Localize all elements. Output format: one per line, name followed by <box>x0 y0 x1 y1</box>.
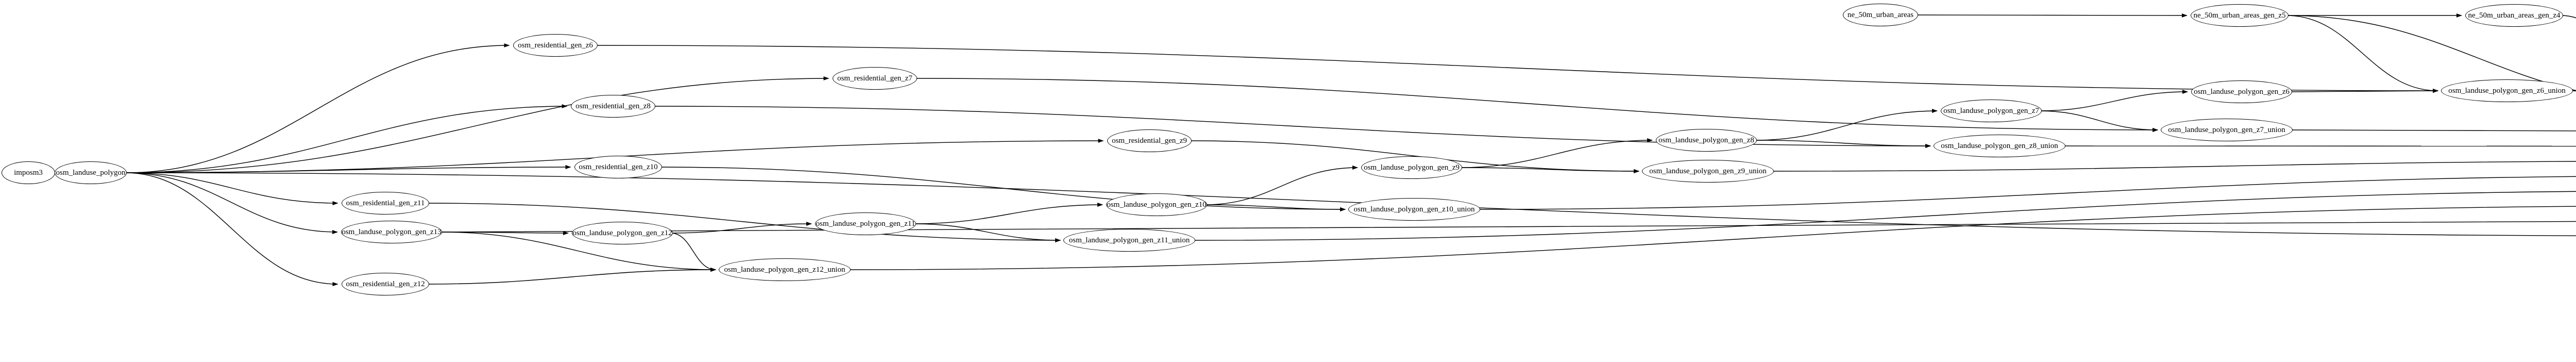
node-label: osm_landuse_polygon_gen_z12 <box>572 228 672 237</box>
node-label: osm_landuse_polygon_gen_z6 <box>2194 87 2290 96</box>
node-ne_50m_urban_areas_gen_z5[interactable]: ne_50m_urban_areas_gen_z5 <box>2191 4 2289 27</box>
edge-osm_landuse_polygon-to-osm_residential_gen_z12 <box>125 172 338 286</box>
edge-osm_residential_gen_z10-to-osm_landuse_polygon_gen_z10_union <box>660 167 1346 211</box>
edge-osm_landuse_polygon_gen_z9-to-osm_landuse_polygon_gen_z8 <box>1460 138 1653 168</box>
node-label: osm_residential_gen_z12 <box>346 279 425 288</box>
node-label: osm_residential_gen_z7 <box>837 74 912 83</box>
node-osm_residential_gen_z9[interactable]: osm_residential_gen_z9 <box>1107 129 1192 152</box>
edge-osm_landuse_polygon_gen_z12_union-to-layer_landuse.z12 <box>848 206 2576 270</box>
node-osm_landuse_polygon_gen_z9[interactable]: osm_landuse_polygon_gen_z9 <box>1361 156 1462 179</box>
edge-osm_landuse_polygon_gen_z11_union-to-layer_landuse.z11 <box>1192 191 2576 241</box>
edge-ne_50m_urban_areas_gen_z5-to-osm_landuse_polygon_gen_z6_union <box>2286 15 2439 93</box>
edge-osm_landuse_polygon_gen_z10-to-osm_landuse_polygon_gen_z9 <box>1205 166 1358 205</box>
node-label: osm_landuse_polygon_gen_z11_union <box>1069 236 1190 244</box>
edge-osm_residential_gen_z6-to-osm_landuse_polygon_gen_z6_union <box>596 45 2439 93</box>
node-label: osm_landuse_polygon_gen_z9 <box>1364 163 1460 172</box>
node-osm_landuse_polygon_gen_z12[interactable]: osm_landuse_polygon_gen_z12 <box>572 222 673 244</box>
edge-osm_landuse_polygon_gen_z6_union-to-layer_landuse.z6 <box>2570 90 2576 92</box>
edge-osm_landuse_polygon-to-osm_residential_gen_z10 <box>125 165 571 173</box>
node-osm_landuse_polygon_gen_z12_union[interactable]: osm_landuse_polygon_gen_z12_union <box>719 258 851 281</box>
edge-osm_landuse_polygon_gen_z12-to-osm_landuse_polygon_gen_z12_union <box>671 233 717 272</box>
node-osm_residential_gen_z6[interactable]: osm_residential_gen_z6 <box>513 34 598 57</box>
node-label: osm_residential_gen_z11 <box>346 199 425 207</box>
node-label: osm_landuse_polygon_gen_z13 <box>342 227 442 236</box>
node-label: ne_50m_urban_areas <box>1847 10 1914 19</box>
node-osm_landuse_polygon_gen_z6_union[interactable]: osm_landuse_polygon_gen_z6_union <box>2441 79 2573 102</box>
node-osm_landuse_polygon_gen_z10[interactable]: osm_landuse_polygon_gen_z10 <box>1106 193 1207 216</box>
node-osm_landuse_polygon_gen_z9_union[interactable]: osm_landuse_polygon_gen_z9_union <box>1642 160 1774 183</box>
node-label: osm_residential_gen_z10 <box>579 162 658 171</box>
node-osm_landuse_polygon_gen_z8[interactable]: osm_landuse_polygon_gen_z8 <box>1656 129 1757 152</box>
node-osm_landuse_polygon_gen_z7[interactable]: osm_landuse_polygon_gen_z7 <box>1941 100 2042 122</box>
edge-osm_landuse_polygon_gen_z8-to-osm_landuse_polygon_gen_z7 <box>1755 109 1938 141</box>
edge-osm_landuse_polygon_gen_z7_union-to-layer_landuse.z7 <box>2290 129 2576 131</box>
node-label: ne_50m_urban_areas_gen_z5 <box>2193 11 2286 20</box>
node-osm_residential_gen_z8[interactable]: osm_residential_gen_z8 <box>571 95 655 118</box>
node-osm_landuse_polygon_gen_z6[interactable]: osm_landuse_polygon_gen_z6 <box>2191 80 2292 103</box>
edge-ne_50m_urban_areas_gen_z4-to-layer_landuse.z4 <box>2561 15 2576 19</box>
edge-osm_landuse_polygon_gen_z11-to-osm_landuse_polygon_gen_z10 <box>914 203 1103 224</box>
node-osm_landuse_polygon_gen_z11_union[interactable]: osm_landuse_polygon_gen_z11_union <box>1063 229 1195 252</box>
node-label: osm_landuse_polygon_gen_z12_union <box>724 265 845 274</box>
node-label: osm_landuse_polygon_gen_z10_union <box>1353 205 1475 213</box>
node-ne_50m_urban_areas_gen_z4[interactable]: ne_50m_urban_areas_gen_z4 <box>2465 4 2563 27</box>
edge-osm_landuse_polygon-to-osm_residential_gen_z6 <box>125 43 510 173</box>
edge-osm_landuse_polygon_gen_z7-to-osm_landuse_polygon_gen_z7_union <box>2040 110 2159 132</box>
edge-osm_residential_gen_z12-to-osm_landuse_polygon_gen_z12_union <box>427 268 717 285</box>
node-osm_landuse_polygon[interactable]: osm_landuse_polygon <box>55 161 127 184</box>
node-label: ne_50m_urban_areas_gen_z4 <box>2468 11 2561 20</box>
node-osm_residential_gen_z10[interactable]: osm_residential_gen_z10 <box>574 156 662 178</box>
node-label: osm_landuse_polygon_gen_z9_union <box>1649 167 1767 175</box>
edge-osm_landuse_polygon-to-layer_landuse.z14+ <box>125 172 2576 236</box>
node-imposm3[interactable]: imposm3 <box>2 161 55 184</box>
node-osm_residential_gen_z7[interactable]: osm_residential_gen_z7 <box>833 67 917 90</box>
node-label: osm_landuse_polygon_gen_z7_union <box>2168 125 2285 134</box>
node-label: osm_residential_gen_z9 <box>1112 136 1187 145</box>
node-label: imposm3 <box>14 168 43 177</box>
edge-osm_landuse_polygon_gen_z11-to-osm_landuse_polygon_gen_z11_union <box>914 223 1061 242</box>
node-label: osm_landuse_polygon <box>56 168 126 177</box>
node-label: osm_landuse_polygon_gen_z6_union <box>2448 86 2566 95</box>
node-ne_50m_urban_areas[interactable]: ne_50m_urban_areas <box>1843 4 1918 26</box>
edge-ne_50m_urban_areas_gen_z5-to-layer_landuse.z5 <box>2286 15 2576 91</box>
node-osm_landuse_polygon_gen_z8_union[interactable]: osm_landuse_polygon_gen_z8_union <box>1934 135 2065 157</box>
edge-osm_landuse_polygon-to-osm_residential_gen_z11 <box>125 172 338 205</box>
node-label: osm_residential_gen_z6 <box>518 41 593 50</box>
node-osm_residential_gen_z11[interactable]: osm_residential_gen_z11 <box>342 192 429 215</box>
node-osm_residential_gen_z12[interactable]: osm_residential_gen_z12 <box>342 273 429 295</box>
edge-osm_landuse_polygon-to-osm_landuse_polygon_gen_z13 <box>125 172 338 234</box>
edge-osm_landuse_polygon_gen_z9_union-to-layer_landuse.z9 <box>1771 161 2576 172</box>
node-label: osm_landuse_polygon_gen_z8_union <box>1941 141 2058 150</box>
node-label: osm_landuse_polygon_gen_z11 <box>816 219 916 228</box>
edge-osm_landuse_polygon_gen_z9-to-osm_landuse_polygon_gen_z9_union <box>1460 167 1640 173</box>
node-label: osm_residential_gen_z8 <box>575 102 651 110</box>
node-label: osm_landuse_polygon_gen_z7 <box>1943 106 2039 115</box>
edge-osm_residential_gen_z11-to-osm_landuse_polygon_gen_z11_union <box>427 203 1061 242</box>
node-osm_landuse_polygon_gen_z11[interactable]: osm_landuse_polygon_gen_z11 <box>815 212 916 235</box>
node-osm_landuse_polygon_gen_z7_union[interactable]: osm_landuse_polygon_gen_z7_union <box>2161 119 2293 141</box>
edge-osm_landuse_polygon-to-osm_residential_gen_z7 <box>125 76 829 173</box>
node-label: osm_landuse_polygon_gen_z10 <box>1107 200 1207 209</box>
edge-osm_landuse_polygon_gen_z10-to-osm_landuse_polygon_gen_z10_union <box>1205 204 1346 211</box>
edge-osm_landuse_polygon_gen_z12-to-osm_landuse_polygon_gen_z11 <box>671 222 812 234</box>
node-label: osm_landuse_polygon_gen_z8 <box>1658 136 1754 144</box>
edge-osm_landuse_polygon_gen_z6-to-osm_landuse_polygon_gen_z6_union <box>2290 89 2439 93</box>
edge-osm_landuse_polygon_gen_z10_union-to-layer_landuse.z10 <box>1477 176 2576 210</box>
edge-osm_landuse_polygon_gen_z13-to-osm_landuse_polygon_gen_z12_union <box>440 232 717 272</box>
edge-osm_landuse_polygon-to-osm_residential_gen_z8 <box>125 104 568 173</box>
edge-osm_landuse_polygon_gen_z8-to-osm_landuse_polygon_gen_z8_union <box>1755 140 1931 148</box>
edge-osm_residential_gen_z7-to-osm_landuse_polygon_gen_z7_union <box>915 78 2159 132</box>
node-osm_landuse_polygon_gen_z13[interactable]: osm_landuse_polygon_gen_z13 <box>341 221 442 243</box>
node-osm_landuse_polygon_gen_z10_union[interactable]: osm_landuse_polygon_gen_z10_union <box>1348 198 1480 221</box>
edge-osm_landuse_polygon_gen_z7-to-osm_landuse_polygon_gen_z6 <box>2040 90 2188 111</box>
